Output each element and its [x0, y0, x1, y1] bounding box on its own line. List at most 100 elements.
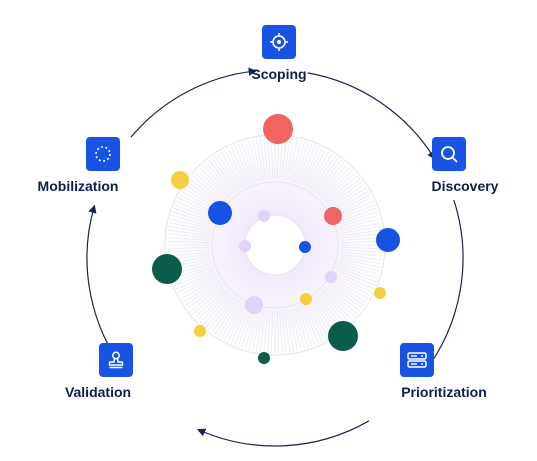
radar-tick: [167, 233, 210, 239]
radar-tick: [263, 310, 269, 353]
radar-tick: [202, 164, 232, 197]
radar-tick: [179, 275, 217, 297]
radar-tick: [259, 137, 267, 180]
radar-inner-ring: [244, 214, 306, 276]
radar-tick: [255, 138, 264, 181]
radar-dot-lavender: [239, 240, 251, 252]
radar-tick: [167, 251, 210, 257]
radar-tick: [202, 293, 232, 326]
validation-node[interactable]: [99, 343, 133, 377]
radar-tick: [168, 225, 211, 234]
prioritization-label: Prioritization: [401, 384, 487, 400]
radar-tick: [189, 285, 224, 312]
radar-tick: [252, 309, 262, 351]
radar-tick: [172, 211, 213, 225]
radar-tick: [288, 309, 298, 351]
radar-tick: [329, 281, 365, 306]
radar-tick: [173, 267, 214, 283]
radar-tick: [183, 279, 220, 303]
radar-tick: [223, 149, 245, 187]
radar-tick: [331, 190, 369, 213]
radar-tick: [329, 184, 365, 209]
radar-tick: [315, 159, 342, 194]
dashed-circle-icon: [95, 146, 111, 162]
radar-tick: [336, 207, 377, 223]
radar-tick: [214, 299, 239, 335]
radar-tick: [340, 246, 383, 250]
radar-dot-blue: [376, 228, 400, 252]
radar-tick: [292, 141, 306, 182]
radar-tick: [292, 308, 306, 349]
radar-tick: [197, 169, 228, 200]
radar-tick: [283, 137, 291, 180]
discovery-node[interactable]: [432, 137, 466, 171]
radar-dot-blue: [299, 241, 311, 253]
radar-tick: [181, 277, 219, 300]
radar-tick: [230, 146, 249, 185]
radar-tick: [340, 253, 383, 261]
radar-tick: [305, 303, 327, 341]
radar-tick: [295, 142, 309, 183]
radar-tick: [340, 229, 383, 237]
radar-tick: [286, 309, 295, 352]
radar-tick: [331, 277, 369, 300]
radar-dot-red: [263, 114, 293, 144]
radar-tick: [340, 240, 383, 244]
radar-tick: [318, 164, 348, 197]
radar-tick: [328, 283, 363, 309]
radar-dot-lavender: [245, 296, 263, 314]
radar-tick: [230, 305, 249, 344]
radar-tick: [320, 292, 351, 323]
radar-tick: [208, 296, 235, 331]
radar-tick: [217, 300, 241, 337]
radar-tick: [338, 218, 380, 230]
radar-tick: [171, 214, 212, 228]
radar-tick: [322, 290, 353, 321]
radar-tick: [205, 295, 233, 328]
radar-tick: [311, 155, 336, 191]
radar-dot-lavender: [325, 271, 337, 283]
radar-tick: [340, 233, 383, 239]
radar-tick: [318, 293, 348, 326]
radar-tick: [192, 287, 225, 315]
mobilization-node[interactable]: [86, 137, 120, 171]
radar-tick: [276, 310, 280, 353]
radar-tick: [313, 157, 339, 192]
radar-tick: [328, 181, 363, 207]
radar-tick: [281, 310, 287, 353]
radar-tick: [317, 162, 345, 195]
radar-tick: [340, 237, 383, 241]
radar-tick: [270, 310, 274, 353]
radar-tick: [330, 279, 367, 303]
radar-tick: [336, 269, 376, 286]
radar-dots: [152, 114, 400, 364]
radar-tick: [174, 269, 214, 286]
scoping-node[interactable]: [262, 25, 296, 59]
radar-tick: [337, 265, 378, 279]
radar-tick: [322, 169, 353, 200]
radar-ticks: [167, 137, 383, 353]
radar-tick: [299, 306, 316, 346]
radar-dot-yellow: [300, 293, 312, 305]
radar-tick: [197, 290, 228, 321]
radar-tick: [288, 139, 298, 181]
radar-tick: [167, 229, 210, 237]
radar-tick: [205, 162, 233, 195]
radar-tick: [167, 240, 210, 244]
radar-tick: [177, 273, 216, 293]
radar-tick: [248, 308, 260, 350]
radar-dot-yellow: [194, 325, 206, 337]
radar-tick: [248, 140, 260, 182]
radar-tick: [194, 172, 227, 202]
radar-tick: [241, 142, 255, 183]
prioritization-node[interactable]: [400, 343, 434, 377]
radar-tick: [303, 147, 323, 186]
radar-tick: [237, 143, 253, 184]
radar-tick: [185, 281, 221, 306]
radar-tick: [194, 288, 227, 318]
radar-tick: [307, 151, 330, 189]
arrow-scoping-to-discovery: [307, 72, 436, 160]
radar-tick: [336, 267, 377, 283]
radar-tick: [234, 144, 251, 184]
radar-tick: [338, 214, 379, 228]
